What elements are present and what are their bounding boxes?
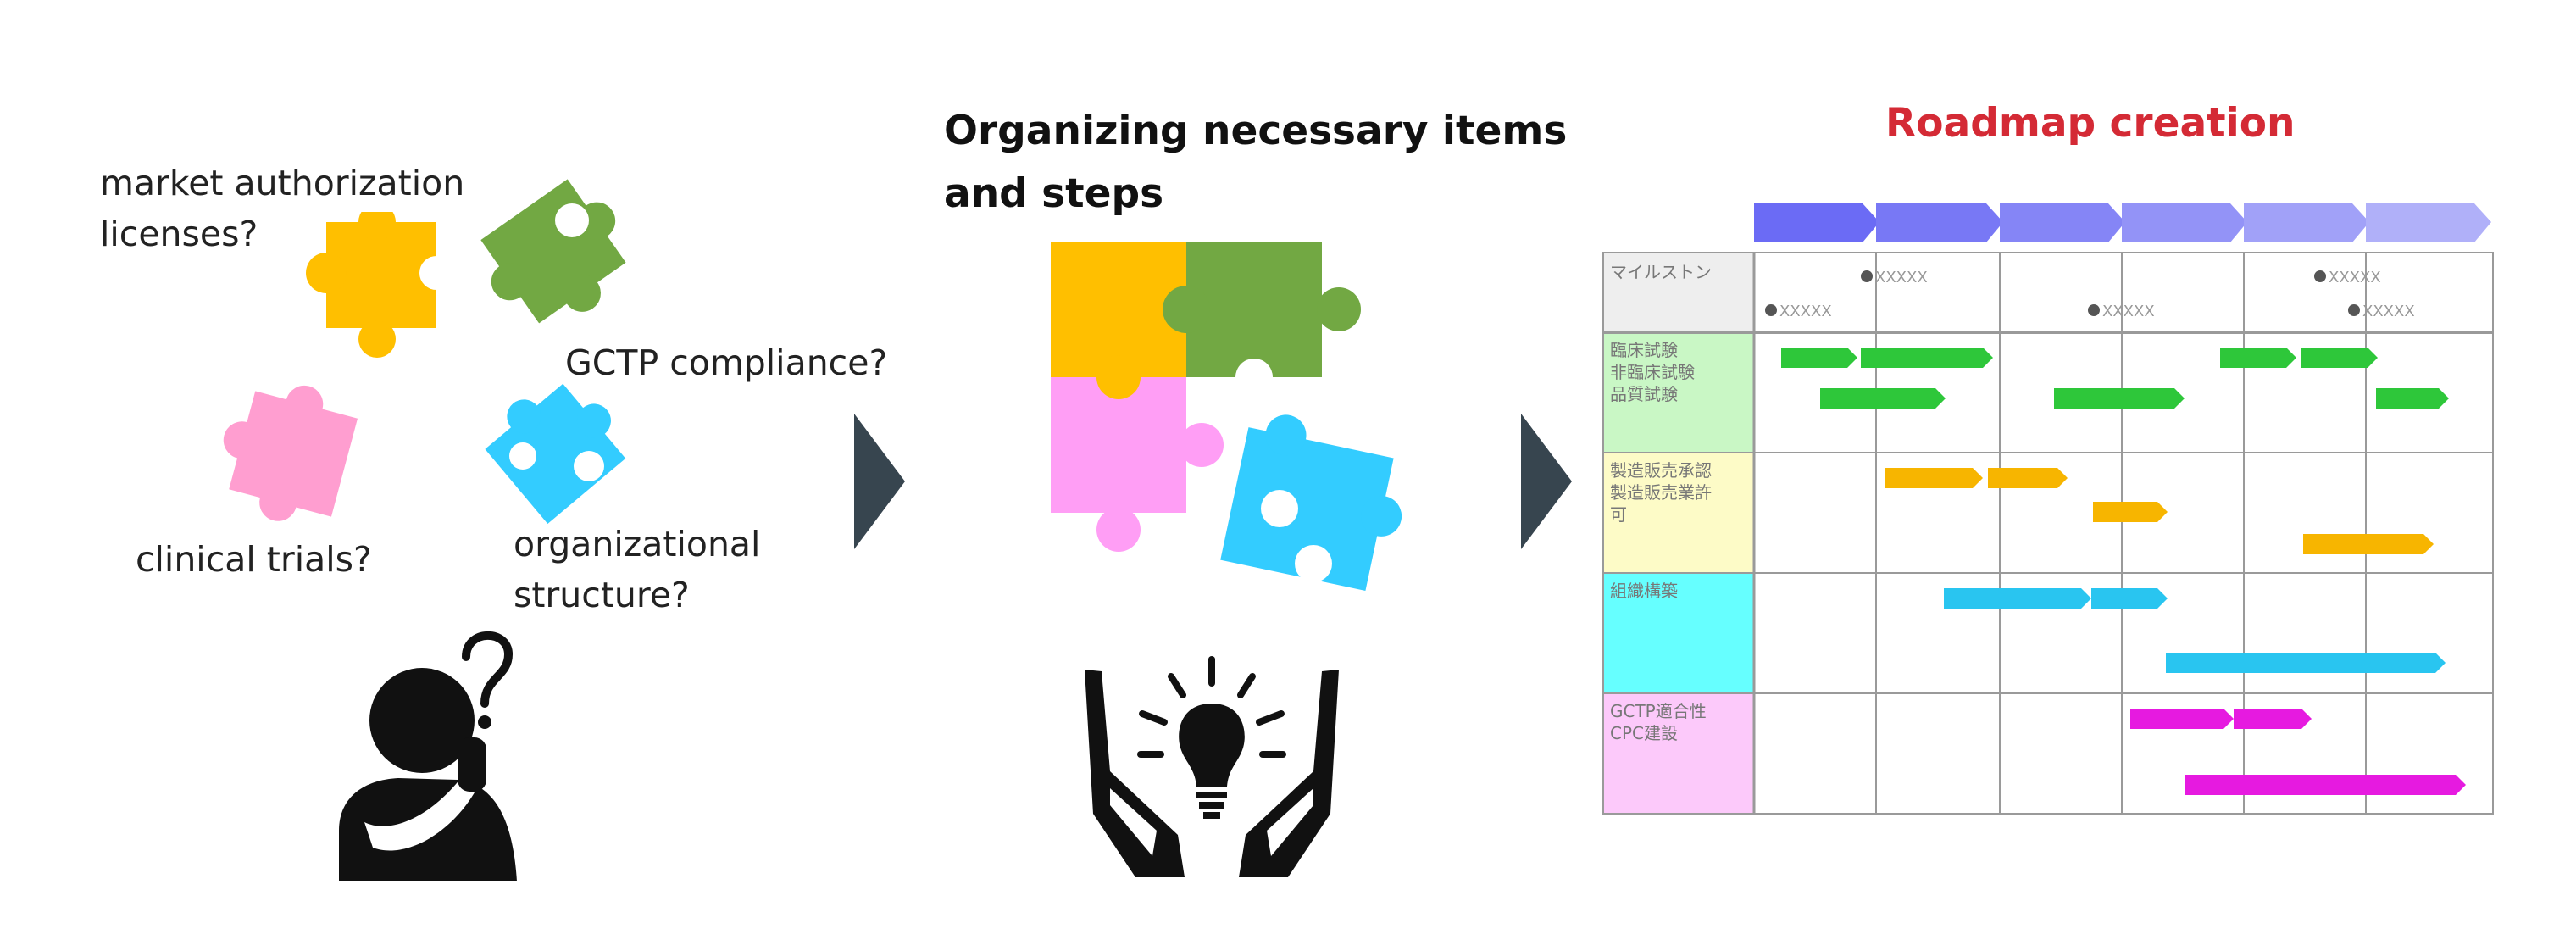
puzzle-piece-blue-icon: [485, 383, 626, 524]
phase-chevron: [1754, 203, 1879, 242]
puzzle-piece-green-icon: [480, 179, 626, 324]
gantt-bar: [2303, 534, 2434, 554]
question-market-authorization: market authorization licenses?: [100, 158, 464, 259]
milestone-dot-icon: [1861, 270, 1873, 282]
question-line: licenses?: [100, 214, 258, 254]
row-label-organization: 組織構築: [1610, 581, 1678, 601]
question-gctp: GCTP compliance?: [565, 342, 888, 383]
milestone-dot-icon: [1765, 304, 1777, 316]
phase-chevrons: [1754, 203, 2491, 242]
question-line: market authorization: [100, 163, 465, 203]
gantt-bar: [2054, 388, 2185, 409]
row-bg-clinical: [1603, 332, 1754, 453]
phase-chevron: [2000, 203, 2125, 242]
phase-chevron: [1876, 203, 2003, 242]
row-label-line: 製造販売承認: [1610, 460, 1712, 481]
milestone-marker-label: XXXXX: [2362, 303, 2415, 320]
gantt-bar: [1988, 468, 2068, 488]
milestone-marker-label: XXXXX: [2102, 303, 2155, 320]
question-line: structure?: [514, 575, 690, 615]
puzzle-piece-yellow-icon: [306, 212, 449, 358]
bars-clinical: [1781, 348, 2449, 409]
gantt-bar: [1861, 348, 1993, 368]
gantt-bar: [2166, 653, 2446, 673]
milestone-label: マイルストン: [1610, 262, 1712, 282]
row-label-line: GCTP適合性: [1610, 701, 1707, 721]
gantt-bar: [2091, 588, 2168, 609]
question-organizational: organizational structure?: [514, 519, 760, 620]
bars-organization: [1944, 588, 2446, 673]
gantt-bar: [2301, 348, 2378, 368]
row-bg-organization: [1603, 573, 1754, 693]
row-label-gctp: GCTP適合性 CPC建設: [1610, 701, 1712, 743]
phase-chevron: [2122, 203, 2247, 242]
gantt-bar: [2093, 502, 2168, 522]
row-label-approval: 製造販売承認 製造販売業許 可: [1610, 460, 1717, 525]
puzzle-piece-pink-icon: [223, 385, 358, 521]
row-label-line: 臨床試験: [1610, 340, 1678, 360]
gantt-bar: [2376, 388, 2449, 409]
row-label-line: 製造販売業許: [1610, 482, 1712, 503]
milestone-dot-icon: [2348, 304, 2360, 316]
step-arrow-1: [854, 414, 905, 549]
bars-gctp: [2130, 709, 2466, 795]
step2-title-line: and steps: [944, 170, 1164, 217]
row-label-clinical: 臨床試験 非臨床試験 品質試験: [1610, 340, 1700, 404]
gantt-bar: [2130, 709, 2234, 729]
gantt-bar: [1781, 348, 1857, 368]
milestone-markers: XXXXX XXXXX XXXXX XXXXX XXXXX: [1765, 269, 2415, 320]
thinking-person-icon: [339, 631, 517, 881]
roadmap-gantt-chart: マイルストン 臨床試験 非臨床試験 品質試験 製造販売承認 製造販売業許 可 組…: [1602, 203, 2494, 815]
gantt-bar: [2234, 709, 2312, 729]
gantt-bar: [1820, 388, 1946, 409]
milestone-dot-icon: [2088, 304, 2100, 316]
row-label-line: 品質試験: [1610, 384, 1678, 404]
gantt-bar: [1885, 468, 1983, 488]
milestone-label-cell: [1603, 253, 1754, 332]
row-label-line: 可: [1610, 504, 1627, 525]
step2-title-line: Organizing necessary items: [944, 108, 1568, 154]
gantt-bar: [1944, 588, 2091, 609]
milestone-marker-label: XXXXX: [1779, 303, 1832, 320]
milestone-marker-label: XXXXX: [1875, 269, 1928, 286]
row-label-line: 組織構築: [1610, 581, 1678, 601]
step3-title: Roadmap creation: [1885, 100, 2296, 147]
row-label-line: 非臨床試験: [1610, 362, 1695, 382]
phase-chevron: [2366, 203, 2491, 242]
question-line: organizational: [514, 524, 761, 564]
row-bg-approval: [1603, 453, 1754, 573]
row-bg-gctp: [1603, 693, 1754, 814]
assembled-puzzle-icon: [1051, 242, 1402, 591]
bars-approval: [1885, 468, 2434, 554]
step-arrow-2: [1521, 414, 1572, 549]
grid-lines: [1602, 252, 2494, 815]
step2-title: Organizing necessary items and steps: [944, 100, 1567, 225]
milestone-marker-label: XXXXX: [2329, 269, 2381, 286]
row-label-line: CPC建設: [1610, 723, 1678, 743]
phase-chevron: [2244, 203, 2369, 242]
gantt-bar: [2185, 775, 2466, 795]
hands-lightbulb-icon: [1085, 656, 1339, 877]
question-clinical-trials: clinical trials?: [136, 539, 372, 580]
milestone-dot-icon: [2314, 270, 2326, 282]
gantt-bar: [2220, 348, 2296, 368]
